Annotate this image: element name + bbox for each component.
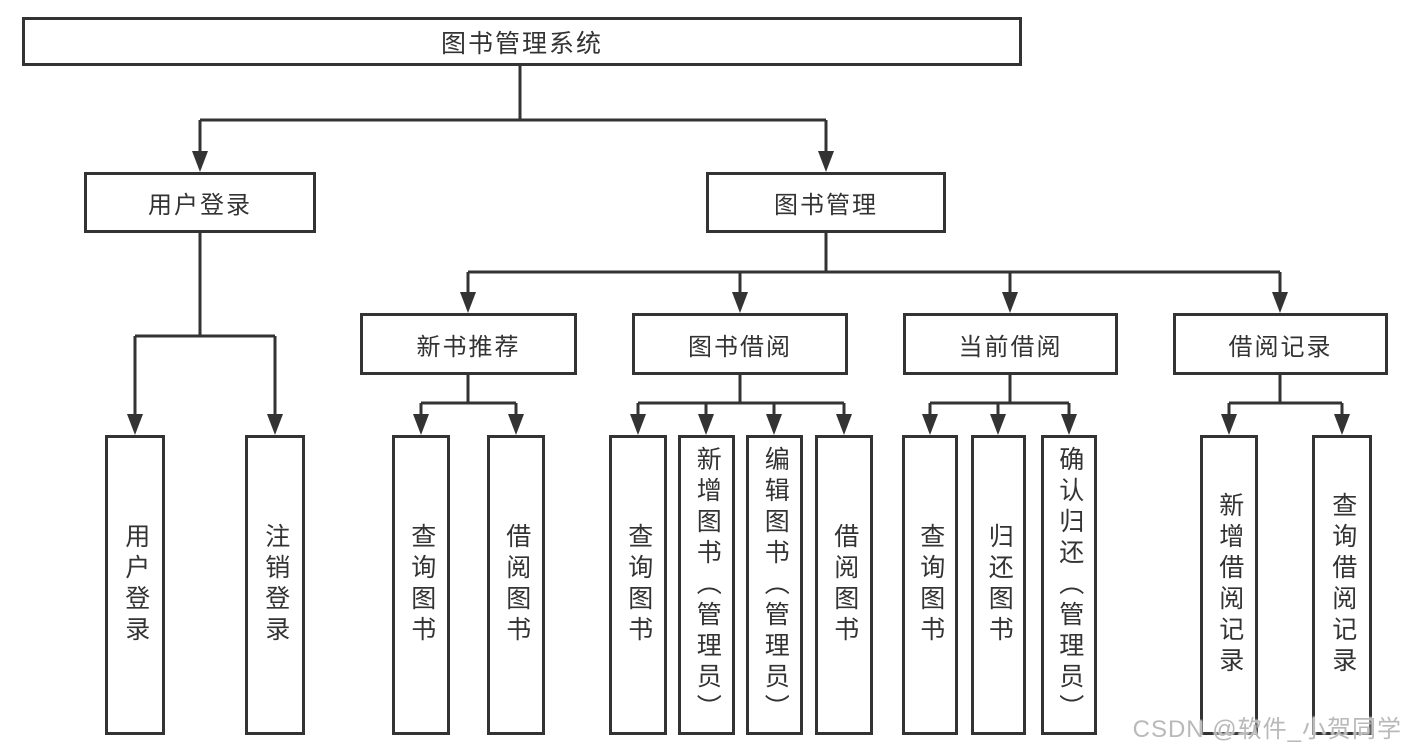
arrow-down-icon	[836, 414, 852, 435]
arrow-down-icon	[818, 151, 834, 172]
node-label: 查询图书	[624, 523, 653, 647]
node-label: 新增借阅记录	[1215, 492, 1244, 678]
connector-current-borrow	[928, 375, 1071, 419]
leaf-user-login: 用户登录	[105, 435, 165, 735]
leaf-bb-query-books: 查询图书	[609, 435, 667, 735]
node-label: 图书管理系统	[440, 29, 603, 58]
connector-root	[198, 66, 828, 156]
leaf-cb-return-books: 归还图书	[971, 435, 1026, 735]
leaf-bb-borrow-books: 借阅图书	[815, 435, 873, 735]
arrow-down-icon	[1272, 292, 1288, 313]
node-label: 编辑图书（管理员）	[761, 445, 790, 725]
node-user-login: 用户登录	[84, 172, 316, 233]
node-book-borrow: 图书借阅	[632, 313, 848, 375]
arrow-down-icon	[192, 151, 208, 172]
arrow-down-icon	[1061, 414, 1077, 435]
connector-book-management	[466, 233, 1282, 297]
node-borrow-records: 借阅记录	[1173, 313, 1388, 375]
node-label: 确认归还（管理员）	[1055, 445, 1084, 725]
leaf-bb-add-books-admin: 新增图书（管理员）	[678, 435, 735, 735]
arrow-down-icon	[1002, 292, 1018, 313]
node-label: 当前借阅	[958, 333, 1063, 361]
leaf-logout: 注销登录	[245, 435, 305, 735]
leaf-nb-borrow-books: 借阅图书	[487, 435, 545, 735]
node-label: 注销登录	[261, 523, 290, 647]
arrow-down-icon	[732, 292, 748, 313]
arrow-down-icon	[1334, 414, 1350, 435]
arrow-down-icon	[630, 414, 646, 435]
arrow-down-icon	[127, 414, 143, 435]
node-label: 查询图书	[407, 523, 436, 647]
node-label: 用户登录	[121, 523, 150, 647]
node-label: 借阅记录	[1228, 333, 1333, 361]
leaf-nb-query-books: 查询图书	[392, 435, 450, 735]
connector-new-book	[419, 375, 518, 419]
arrow-down-icon	[922, 414, 938, 435]
arrow-down-icon	[267, 414, 283, 435]
arrow-down-icon	[766, 414, 782, 435]
connector-user-login	[133, 233, 277, 419]
node-label: 借阅图书	[502, 523, 531, 647]
node-new-book-recommend: 新书推荐	[360, 313, 577, 375]
arrow-down-icon	[508, 414, 524, 435]
connector-book-borrow	[636, 375, 846, 419]
node-label: 图书管理	[774, 192, 878, 219]
leaf-cb-query-books: 查询图书	[902, 435, 958, 735]
node-label: 图书借阅	[688, 333, 792, 361]
node-library-system: 图书管理系统	[22, 17, 1022, 66]
arrow-down-icon	[990, 414, 1006, 435]
leaf-bb-edit-books-admin: 编辑图书（管理员）	[746, 435, 803, 735]
leaf-br-query-record: 查询借阅记录	[1312, 435, 1372, 735]
node-label: 查询借阅记录	[1328, 492, 1357, 678]
arrow-down-icon	[460, 292, 476, 313]
node-label: 新增图书（管理员）	[693, 445, 722, 725]
leaf-br-add-record: 新增借阅记录	[1200, 435, 1258, 735]
node-label: 归还图书	[985, 523, 1014, 647]
node-label: 用户登录	[148, 192, 252, 219]
node-label: 借阅图书	[830, 523, 859, 647]
arrow-down-icon	[413, 414, 429, 435]
node-current-borrow: 当前借阅	[903, 313, 1118, 375]
connector-borrow-records	[1227, 375, 1344, 419]
arrowheads	[127, 151, 1350, 435]
csdn-watermark: CSDN @软件_小贺同学	[1132, 716, 1402, 743]
node-label: 查询图书	[916, 523, 945, 647]
node-book-management: 图书管理	[706, 172, 946, 233]
node-label: 新书推荐	[416, 333, 521, 361]
arrow-down-icon	[698, 414, 714, 435]
arrow-down-icon	[1221, 414, 1237, 435]
leaf-cb-confirm-return-admin: 确认归还（管理员）	[1041, 435, 1097, 735]
